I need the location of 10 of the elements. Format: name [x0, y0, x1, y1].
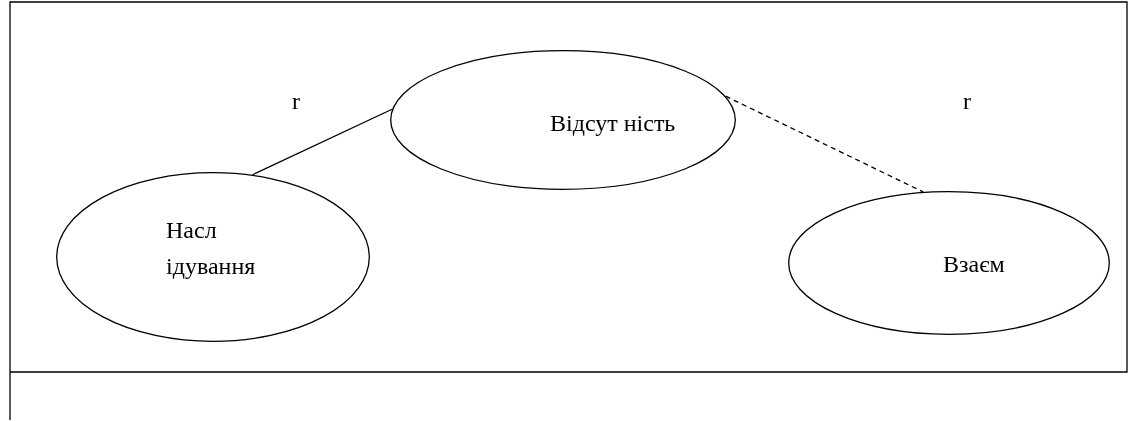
text-label: r	[963, 88, 971, 115]
node-label: Відсут ність	[550, 109, 677, 138]
connector	[251, 108, 393, 176]
dashed-connector	[725, 95, 924, 193]
ellipse-node	[390, 50, 736, 190]
text-label: r	[292, 88, 300, 115]
ellipse-node	[56, 172, 370, 342]
node-label: Взаєм	[943, 250, 1006, 279]
node-label: Насл ідування	[166, 216, 257, 281]
ellipse-node	[788, 191, 1110, 335]
